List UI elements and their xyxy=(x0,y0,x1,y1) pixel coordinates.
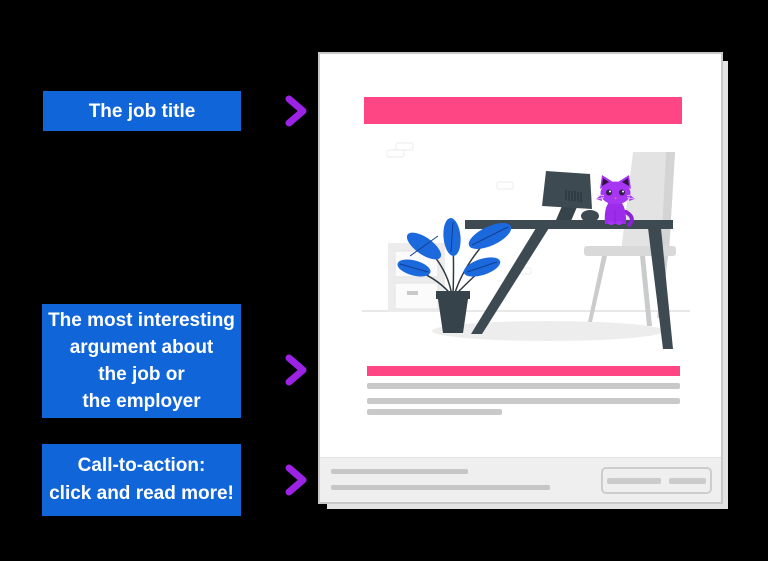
floor-shadow xyxy=(432,321,664,341)
text-line-placeholder xyxy=(367,383,680,389)
callout-label: The job title xyxy=(88,100,196,122)
arrow-right-icon xyxy=(250,464,307,496)
arrow-right-icon xyxy=(250,95,307,127)
job-title-placeholder-bar xyxy=(364,97,682,124)
computer-monitor xyxy=(542,171,599,222)
callout-label: Call-to-action: click and read more! xyxy=(49,455,234,504)
office-desk-illustration xyxy=(362,142,690,349)
job-ad-mockup-page xyxy=(318,52,723,504)
text-line-placeholder xyxy=(367,409,502,415)
callout-interesting-argument: The most interesting argument about the … xyxy=(42,304,241,418)
potted-plant xyxy=(397,218,512,333)
text-line-placeholder xyxy=(367,398,680,404)
cat-illustration xyxy=(596,175,635,227)
mouse xyxy=(581,210,599,222)
section-heading-placeholder-bar xyxy=(367,366,680,376)
callout-label: The most interesting argument about the … xyxy=(48,310,235,412)
desk-top xyxy=(465,220,673,229)
desk xyxy=(471,228,673,349)
button-placeholder[interactable] xyxy=(607,477,661,484)
button-placeholder[interactable] xyxy=(669,477,706,484)
footer-buttons-placeholder[interactable] xyxy=(601,467,712,494)
mockup-footer xyxy=(320,457,721,502)
callout-job-title: The job title xyxy=(43,91,241,131)
footer-text-line-placeholder xyxy=(331,485,550,490)
arrow-right-icon xyxy=(250,354,307,386)
footer-text-line-placeholder xyxy=(331,469,468,474)
callout-call-to-action: Call-to-action: click and read more! xyxy=(42,444,241,516)
